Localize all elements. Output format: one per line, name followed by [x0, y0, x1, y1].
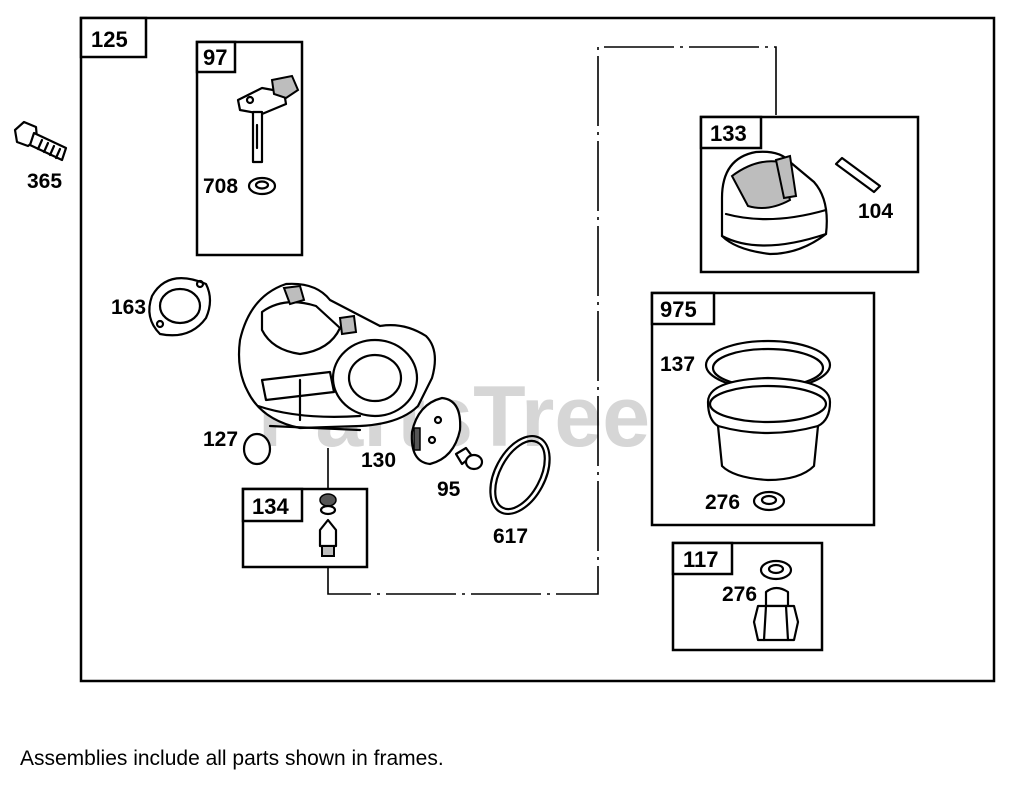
part-throttle-plate-130[interactable]: 130	[361, 396, 462, 472]
frame-label-134: 134	[252, 494, 289, 519]
frame-label-975: 975	[660, 297, 697, 322]
part-gasket-163[interactable]: 163	[111, 277, 212, 337]
callout-276-bowl: 276	[705, 491, 740, 514]
part-float[interactable]	[720, 150, 828, 256]
callout-276-nut: 276	[722, 583, 757, 606]
callout-130: 130	[361, 449, 396, 472]
part-screw-95[interactable]: 95	[437, 446, 484, 501]
assembly-frame-975: 975	[650, 291, 876, 527]
part-inlet-needle[interactable]	[318, 493, 338, 557]
part-washer-708[interactable]: 708	[203, 175, 277, 198]
callout-365: 365	[27, 170, 62, 193]
part-washer-276-bowl[interactable]: 276	[705, 490, 786, 514]
frame-label-97: 97	[203, 45, 227, 70]
part-o-ring-617[interactable]: 617	[478, 426, 562, 548]
frame-label-117: 117	[683, 547, 719, 572]
assembly-frame-97: 97	[195, 40, 304, 257]
callout-617: 617	[493, 525, 528, 548]
part-pin-104[interactable]: 104	[834, 156, 893, 223]
part-bowl-gasket-137[interactable]: 137	[660, 339, 832, 391]
part-welch-plug-127[interactable]: 127	[203, 428, 272, 466]
part-carburetor-body[interactable]	[237, 282, 437, 432]
assembly-frame-133: 133	[699, 115, 920, 274]
assembly-frame-125: 125	[79, 16, 996, 683]
assembly-frame-134: 134	[241, 487, 369, 569]
frame-label-133: 133	[710, 121, 747, 146]
assembly-frame-117: 117	[671, 541, 824, 652]
assembly-footnote: Assemblies include all parts shown in fr…	[20, 747, 444, 770]
callout-163: 163	[111, 296, 146, 319]
relationship-line	[327, 46, 777, 595]
callout-95: 95	[437, 478, 461, 501]
callout-127: 127	[203, 428, 238, 451]
part-throttle-shaft[interactable]	[236, 74, 300, 164]
part-bowl-nut[interactable]	[752, 586, 800, 642]
callout-708: 708	[203, 175, 238, 198]
callout-137: 137	[660, 353, 695, 376]
callout-104: 104	[858, 200, 893, 223]
part-washer-276-nut[interactable]: 276	[722, 559, 793, 606]
part-bolt-365[interactable]: 365	[13, 120, 68, 193]
frame-label-125: 125	[91, 27, 128, 52]
part-float-bowl[interactable]	[706, 376, 832, 482]
